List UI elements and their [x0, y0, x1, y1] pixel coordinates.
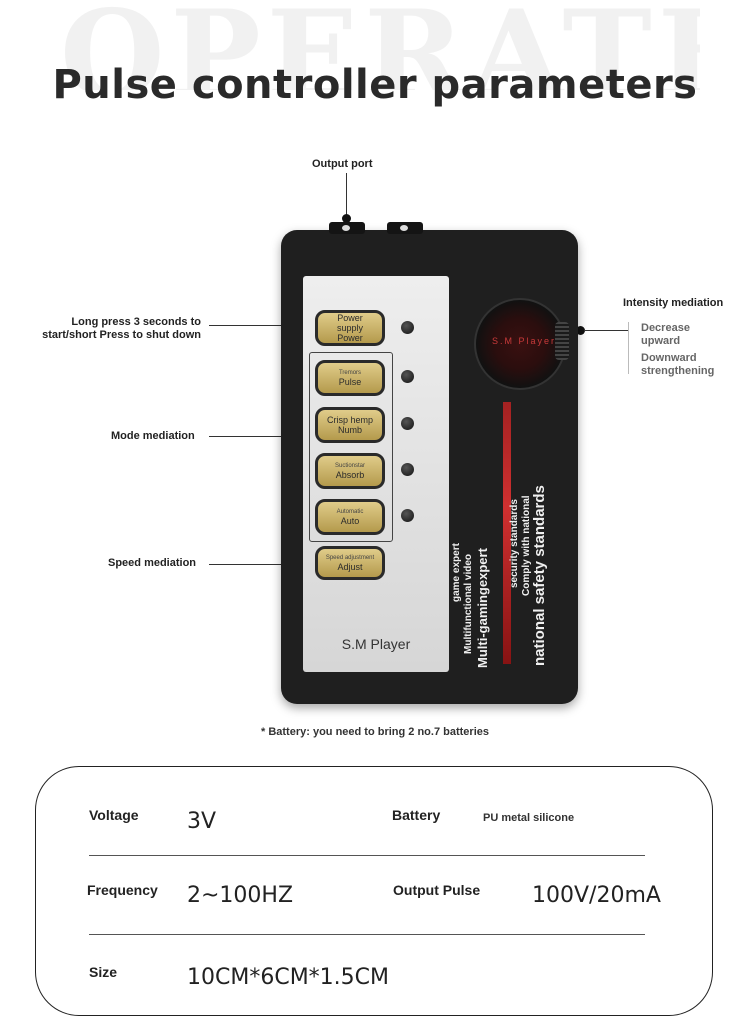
intensity-mediation-label: Intensity mediation — [623, 297, 724, 309]
power-led — [401, 321, 414, 334]
power-button[interactable]: Power supply Power — [315, 310, 385, 346]
voltage-value: 3V — [187, 809, 217, 834]
pulse-mode-button[interactable]: Tremors Pulse — [315, 360, 385, 396]
power-line — [209, 325, 309, 326]
vertical-text-gaming-expert: Multi-gamingexpert — [475, 548, 490, 668]
power-button-label-3: Power — [337, 333, 363, 343]
power-instruction-label: Long press 3 seconds to start/short Pres… — [42, 316, 201, 341]
output-port-dot — [342, 214, 351, 223]
size-label: Size — [89, 964, 118, 980]
vertical-text-multifunctional: Multifunctional video — [463, 554, 474, 654]
background-watermark-word: OPERATE — [60, 0, 700, 90]
auto-button-label: Auto — [340, 515, 360, 526]
knob-wheel-edge[interactable] — [555, 322, 569, 360]
output-pulse-label: Output Pulse — [393, 882, 481, 898]
pulse-controller-device: Power supply Power Tremors Pulse Crisp h… — [281, 222, 578, 704]
voltage-label: Voltage — [89, 807, 139, 823]
output-port-left — [329, 222, 365, 234]
speed-line — [209, 564, 309, 565]
downward-label: Downward strengthening — [641, 352, 715, 377]
numb-button-label-1: Crisp hemp — [326, 415, 373, 425]
spec-divider-2 — [89, 934, 645, 935]
numb-button-label-2: Numb — [337, 425, 362, 435]
spec-divider-1 — [89, 855, 645, 856]
auto-button-small-label: Automatic — [336, 508, 364, 515]
output-port-line — [346, 173, 347, 216]
mode-mediation-label: Mode mediation — [111, 430, 195, 442]
absorb-button-small-label: Suctionstar — [334, 462, 365, 469]
absorb-button-label: Absorb — [335, 469, 365, 480]
size-value: 10CM*6CM*1.5CM — [187, 965, 390, 990]
output-port-label: Output port — [312, 158, 373, 170]
auto-led — [401, 509, 414, 522]
speed-button-label: Adjust — [337, 561, 363, 572]
frequency-value: 2~100HZ — [187, 883, 294, 908]
battery-value: PU metal silicone — [483, 812, 575, 824]
brand-label: S.M Player — [341, 636, 411, 652]
absorb-led — [401, 463, 414, 476]
page-title: Pulse controller parameters — [52, 62, 698, 108]
speed-button-small-label: Speed adjustment — [325, 554, 375, 561]
vertical-text-security: security standards — [509, 499, 520, 588]
pulse-button-small-label: Tremors — [338, 369, 362, 376]
decrease-label: Decrease upward — [641, 322, 690, 347]
vertical-text-safety-standards: national safety standards — [531, 485, 548, 666]
numb-mode-button[interactable]: Crisp hemp Numb — [315, 407, 385, 443]
intensity-bracket — [628, 322, 629, 374]
mode-line — [209, 436, 309, 437]
red-accent-bar — [503, 402, 511, 664]
pulse-button-label: Pulse — [338, 376, 362, 387]
spec-card: Voltage 3V Battery PU metal silicone Fre… — [35, 766, 713, 1016]
intensity-line — [584, 330, 628, 331]
vertical-text-game-expert: game expert — [451, 543, 462, 602]
battery-label: Battery — [392, 807, 441, 823]
button-panel: Power supply Power Tremors Pulse Crisp h… — [303, 276, 449, 672]
frequency-label: Frequency — [87, 882, 158, 898]
auto-mode-button[interactable]: Automatic Auto — [315, 499, 385, 535]
mode-button-group — [309, 352, 393, 542]
numb-led — [401, 417, 414, 430]
power-button-label: Power — [337, 313, 363, 323]
power-button-label-2: supply — [336, 323, 363, 333]
speed-adjust-button[interactable]: Speed adjustment Adjust — [315, 546, 385, 580]
knob-label: S.M Player — [492, 336, 557, 346]
absorb-mode-button[interactable]: Suctionstar Absorb — [315, 453, 385, 489]
output-port-right — [387, 222, 423, 234]
battery-note: * Battery: you need to bring 2 no.7 batt… — [261, 726, 489, 738]
pulse-led — [401, 370, 414, 383]
output-pulse-value: 100V/20mA — [532, 883, 661, 908]
intensity-knob[interactable]: S.M Player — [474, 298, 566, 390]
speed-mediation-label: Speed mediation — [108, 557, 197, 569]
intensity-dot — [576, 326, 585, 335]
